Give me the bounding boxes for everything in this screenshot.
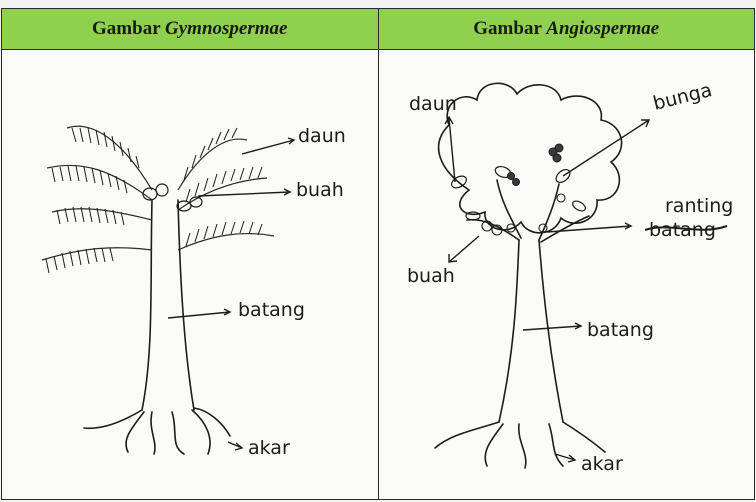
trunk-line	[142, 200, 152, 410]
label-buah: buah	[407, 265, 455, 287]
label-akar: akar	[248, 437, 290, 459]
header-latin-name: Angiospermae	[546, 18, 659, 39]
frond-leaflets	[46, 128, 262, 273]
label-daun: daun	[409, 93, 457, 115]
trunk-line	[178, 200, 194, 410]
label-batang: batang	[587, 319, 654, 341]
root-line	[194, 408, 230, 436]
angiospermae-drawing-cell: daun bunga ranting batang buah batang ak…	[378, 50, 755, 500]
frond-right-low	[178, 234, 274, 250]
label-batang: batang	[238, 299, 305, 321]
canopy-outline	[438, 83, 621, 233]
root-line	[485, 424, 503, 466]
header-prefix: Gambar	[92, 18, 160, 39]
trunk-line	[499, 240, 519, 422]
trunk-line	[539, 240, 563, 422]
angiosperm-tree-drawing: daun bunga ranting batang buah batang ak…	[379, 50, 754, 500]
flowers	[507, 144, 563, 186]
leaves	[449, 165, 586, 220]
label-buah: buah	[296, 179, 344, 201]
root-line	[151, 412, 155, 454]
label-arrows	[445, 117, 649, 462]
gymnosperm-tree-drawing: daun buah batang akar	[2, 50, 377, 500]
fronds	[42, 126, 274, 260]
root-line	[518, 424, 525, 468]
header-prefix: Gambar	[473, 18, 541, 39]
drawing-table: Gambar Gymnospermae Gambar Angiospermae	[1, 8, 755, 500]
header-latin-name: Gymnospermae	[165, 18, 287, 39]
root-line	[192, 410, 210, 454]
frond-left-bottom	[42, 248, 152, 260]
gymnospermae-drawing-cell: daun buah batang akar	[2, 50, 379, 500]
label-bunga: bunga	[650, 79, 713, 115]
frond-left-mid	[47, 165, 152, 200]
header-gymnospermae: Gambar Gymnospermae	[2, 9, 379, 50]
branch-line	[467, 220, 519, 240]
root-line	[172, 412, 184, 454]
label-ranting: ranting	[665, 195, 733, 217]
label-akar: akar	[581, 453, 623, 475]
root-line	[563, 422, 605, 452]
header-angiospermae: Gambar Angiospermae	[378, 9, 755, 50]
root-line	[549, 424, 563, 466]
label-daun: daun	[298, 125, 346, 147]
